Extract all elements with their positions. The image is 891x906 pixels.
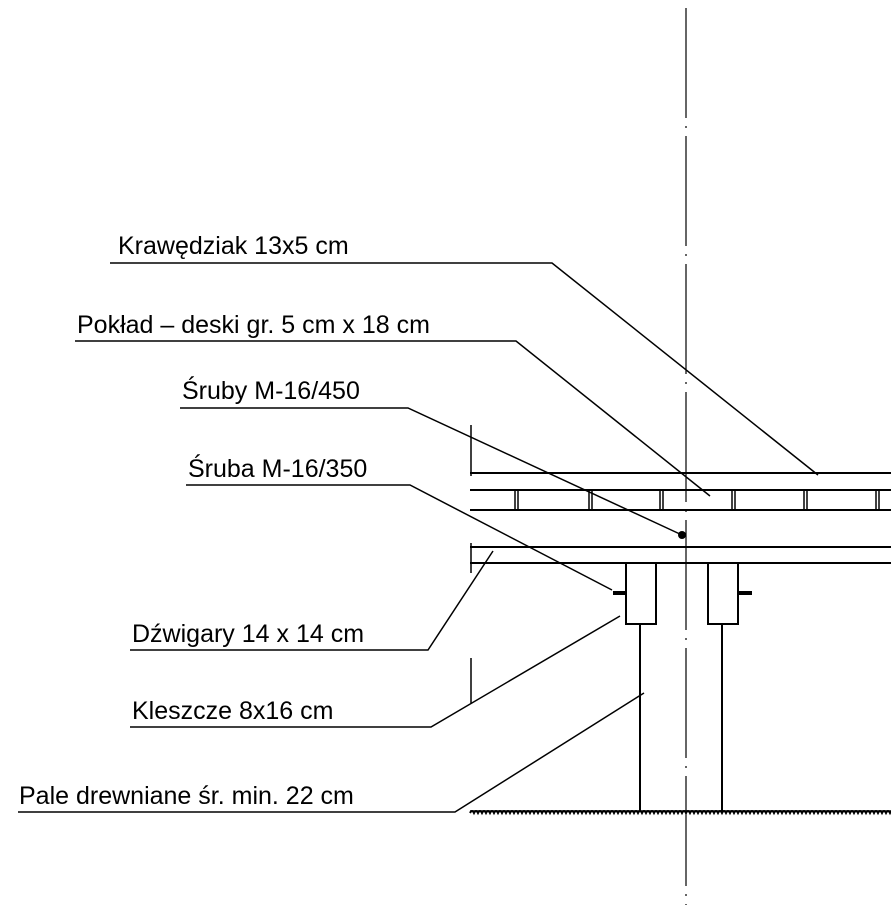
deck-planks bbox=[470, 489, 891, 511]
ground-line bbox=[469, 810, 891, 816]
clamp-block-left bbox=[625, 562, 657, 625]
label-poklad: Pokład – deski gr. 5 cm x 18 cm bbox=[77, 311, 430, 339]
label-dzwigary: Dźwigary 14 x 14 cm bbox=[132, 620, 364, 648]
label-krawedziak: Krawędziak 13x5 cm bbox=[118, 232, 349, 260]
timber-piles bbox=[639, 624, 723, 811]
label-kleszcze: Kleszcze 8x16 cm bbox=[132, 697, 333, 725]
label-pale: Pale drewniane śr. min. 22 cm bbox=[19, 782, 354, 810]
label-sruby: Śruby M-16/450 bbox=[182, 375, 360, 405]
label-sruba: Śruba M-16/350 bbox=[188, 453, 367, 483]
girders bbox=[470, 546, 891, 564]
leader-lines bbox=[18, 262, 819, 813]
clamp-block-right bbox=[707, 562, 739, 625]
